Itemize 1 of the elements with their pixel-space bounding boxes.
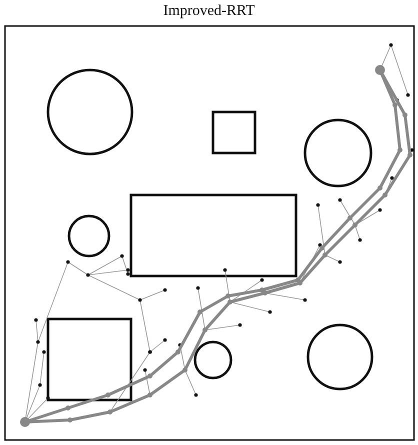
plot-title: Improved-RRT [163, 3, 255, 20]
